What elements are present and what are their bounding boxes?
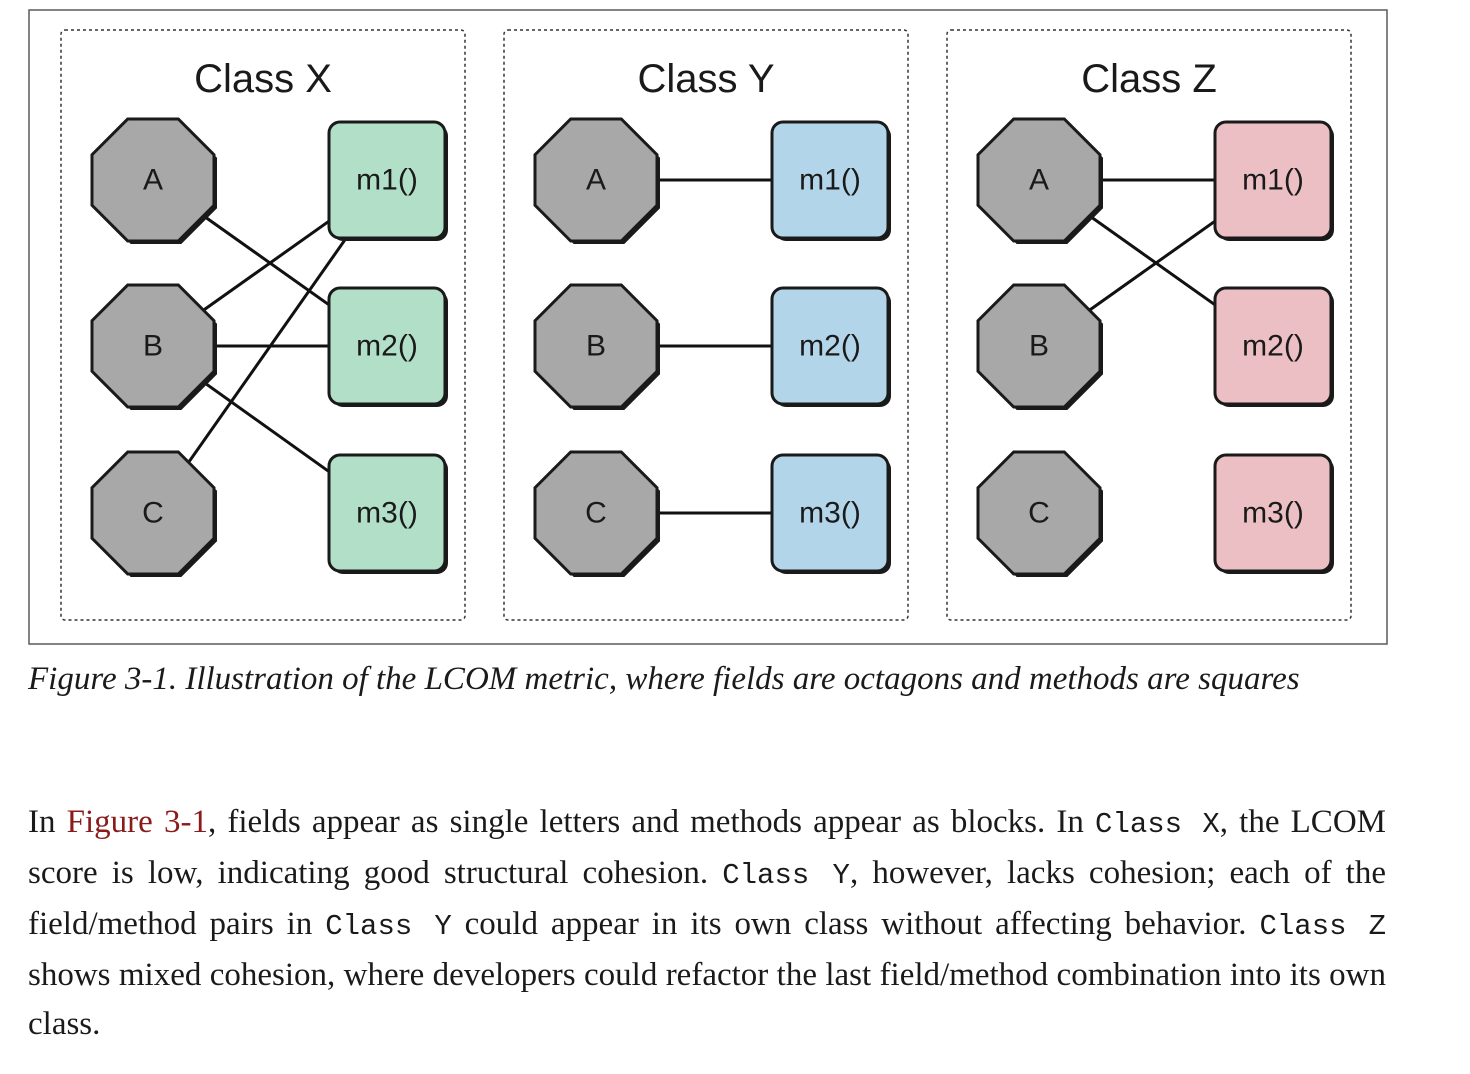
body-text-segment: , fields appear as single letters and me… bbox=[207, 804, 1096, 840]
figure-reference-link[interactable]: Figure 3-1 bbox=[66, 804, 208, 840]
field-octagon bbox=[533, 450, 659, 576]
method-box bbox=[770, 453, 890, 573]
field-octagon bbox=[90, 450, 216, 576]
method-box bbox=[770, 286, 890, 406]
field-label: C bbox=[142, 497, 164, 530]
method-box bbox=[327, 120, 447, 240]
method-box bbox=[327, 286, 447, 406]
class-title: Class Z bbox=[1081, 57, 1217, 101]
method-label: m3() bbox=[356, 497, 418, 530]
code-class-z: Class Z bbox=[1259, 910, 1386, 943]
body-text-segment: , however, lacks cohesion; each of the f… bbox=[28, 855, 1386, 942]
method-label: m2() bbox=[356, 330, 418, 363]
method-box bbox=[770, 120, 890, 240]
body-paragraph: In Figure 3-1, fields appear as single l… bbox=[28, 798, 1386, 1049]
method-box bbox=[1213, 286, 1333, 406]
panel-dashed-border bbox=[60, 29, 466, 621]
figure-frame bbox=[28, 9, 1388, 645]
method-box bbox=[1213, 120, 1333, 240]
class-title: Class X bbox=[194, 57, 332, 101]
field-label: A bbox=[586, 164, 606, 197]
method-label: m1() bbox=[356, 164, 418, 197]
method-box bbox=[327, 453, 447, 573]
method-label: m3() bbox=[1242, 497, 1304, 530]
method-box bbox=[1213, 453, 1333, 573]
field-octagon bbox=[90, 283, 216, 409]
panel-dashed-border bbox=[503, 29, 909, 621]
class-title: Class Y bbox=[637, 57, 774, 101]
field-octagon bbox=[976, 450, 1102, 576]
field-label: C bbox=[585, 497, 607, 530]
method-label: m2() bbox=[799, 330, 861, 363]
class-panels: Class X A B Cm1() m2() m3() Class Y A B Cm1() m2()… bbox=[60, 29, 1352, 621]
field-label: A bbox=[1029, 164, 1049, 197]
lcom-figure: Class X A B Cm1() m2() m3() Class Y A B Cm1() m2()… bbox=[28, 9, 1388, 645]
body-text-segment: could appear in its own class without af… bbox=[451, 906, 1260, 942]
field-octagon bbox=[976, 117, 1102, 243]
panel-dashed-border bbox=[946, 29, 1352, 621]
field-label: B bbox=[1029, 330, 1049, 363]
field-label: A bbox=[143, 164, 163, 197]
body-text-segment: shows mixed cohesion, where developers c… bbox=[28, 957, 1386, 1042]
field-octagon bbox=[976, 283, 1102, 409]
body-text-segment: In bbox=[28, 804, 67, 840]
class-panel: Class Z A B Cm1() m2() m3() bbox=[946, 29, 1352, 621]
field-octagon bbox=[533, 283, 659, 409]
code-class-y: Class Y bbox=[722, 859, 850, 892]
class-panel: Class Y A B Cm1() m2() m3() bbox=[503, 29, 909, 621]
field-label: C bbox=[1028, 497, 1050, 530]
code-class-y: Class Y bbox=[325, 910, 452, 943]
field-octagon bbox=[90, 117, 216, 243]
method-label: m3() bbox=[799, 497, 861, 530]
field-octagon bbox=[533, 117, 659, 243]
body-text-segment: , the LCOM score is low, indicating good… bbox=[28, 804, 1386, 891]
method-label: m2() bbox=[1242, 330, 1304, 363]
code-class-x: Class X bbox=[1095, 808, 1220, 841]
field-label: B bbox=[143, 330, 163, 363]
method-label: m1() bbox=[799, 164, 861, 197]
field-label: B bbox=[586, 330, 606, 363]
class-panel: Class X A B Cm1() m2() m3() bbox=[60, 29, 466, 621]
method-label: m1() bbox=[1242, 164, 1304, 197]
figure-caption: Figure 3-1. Illustration of the LCOM met… bbox=[28, 661, 1300, 697]
